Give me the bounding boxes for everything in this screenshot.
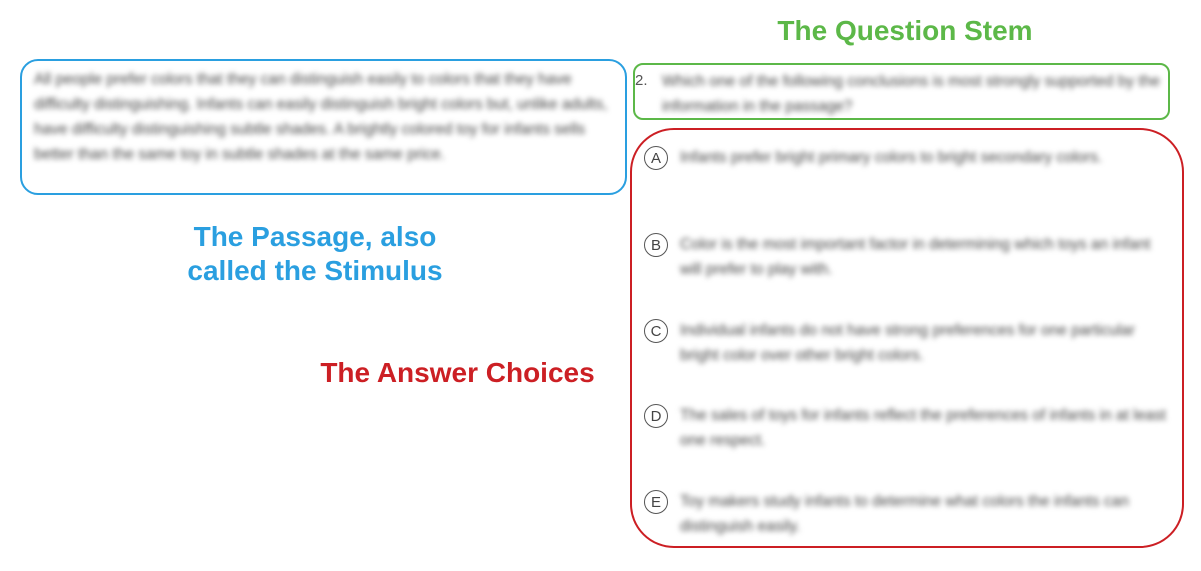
answer-choice-b[interactable]: B Color is the most important factor in … xyxy=(644,232,1166,282)
passage-label: The Passage, also called the Stimulus xyxy=(120,220,510,287)
answer-choice-d[interactable]: D The sales of toys for infants reflect … xyxy=(644,403,1166,453)
choice-letter-circle[interactable]: D xyxy=(644,404,668,428)
choice-text: Color is the most important factor in de… xyxy=(680,236,1151,278)
choice-letter-circle[interactable]: B xyxy=(644,233,668,257)
question-stem-box xyxy=(633,63,1170,120)
choice-letter-circle[interactable]: A xyxy=(644,146,668,170)
passage-label-line1: The Passage, also xyxy=(193,221,437,252)
choice-text: Toy makers study infants to determine wh… xyxy=(680,493,1129,535)
question-stem-text: Which one of the following conclusions i… xyxy=(662,73,1160,115)
passage-label-line2: called the Stimulus xyxy=(187,254,443,286)
question-number: 2. xyxy=(635,72,648,89)
answer-choice-a[interactable]: A Infants prefer bright primary colors t… xyxy=(644,145,1166,170)
choice-text: The sales of toys for infants reflect th… xyxy=(680,407,1166,449)
answer-choices-box xyxy=(630,128,1184,548)
passage-text: All people prefer colors that they can d… xyxy=(34,71,608,163)
choice-letter-circle[interactable]: E xyxy=(644,490,668,514)
question-stem-label: The Question Stem xyxy=(777,15,1033,46)
choice-text: Infants prefer bright primary colors to … xyxy=(680,149,1103,166)
answer-choice-c[interactable]: C Individual infants do not have strong … xyxy=(644,318,1166,368)
answer-choice-e[interactable]: E Toy makers study infants to determine … xyxy=(644,489,1166,539)
choice-text: Individual infants do not have strong pr… xyxy=(680,322,1135,364)
answer-choices-label: The Answer Choices xyxy=(320,357,595,388)
passage-box: All people prefer colors that they can d… xyxy=(20,59,627,195)
choice-letter-circle[interactable]: C xyxy=(644,319,668,343)
